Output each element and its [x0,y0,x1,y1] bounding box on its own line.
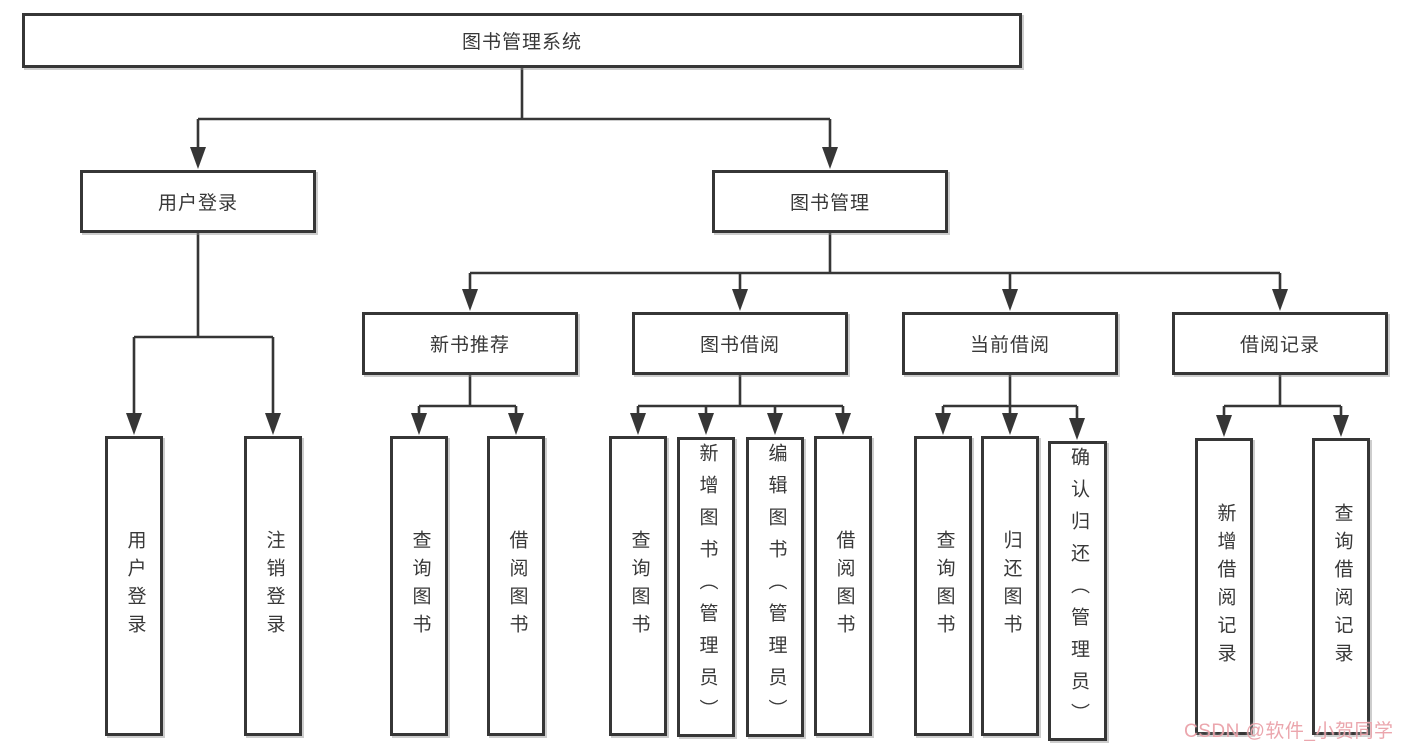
leaf-recommend-query-books: 查询图书 [390,436,448,736]
arrow-leaf-records-query [1333,415,1349,437]
node-current-borrowing-label: 当前借阅 [969,335,1050,356]
leaf-borrowing-query-books-label: 查询图书 [628,530,650,642]
leaf-borrowing-add-books-admin: 新增图书（管理员） [677,437,735,737]
arrow-leaf-current-query [935,413,951,435]
arrow-user-login [190,147,206,169]
node-borrowing-records-label: 借阅记录 [1239,335,1320,356]
arrow-current-borrowing [1002,289,1018,311]
leaf-logout: 注销登录 [244,436,302,736]
arrow-leaf-records-add [1216,415,1232,437]
node-root: 图书管理系统 [22,13,1022,68]
leaf-borrowing-query-books: 查询图书 [609,436,667,736]
arrow-leaf-recommend-query [411,413,427,435]
arrow-borrowing-records [1272,289,1288,311]
node-user-login-label: 用户登录 [157,193,238,214]
arrow-leaf-borrowing-query [630,413,646,435]
leaf-logout-label: 注销登录 [263,530,285,642]
node-user-login: 用户登录 [80,170,316,233]
leaf-borrowing-add-books-admin-label: 新增图书（管理员） [696,443,718,731]
node-book-borrowing: 图书借阅 [632,312,848,375]
leaf-current-return-books: 归还图书 [981,436,1039,736]
arrow-leaf-borrowing-edit [767,413,783,435]
watermark: CSDN @软件_小贺同学 [1184,721,1394,742]
leaf-user-login-label: 用户登录 [124,530,146,642]
node-root-label: 图书管理系统 [461,32,582,53]
leaf-recommend-borrow-books: 借阅图书 [487,436,545,736]
leaf-borrowing-edit-books-admin-label: 编辑图书（管理员） [765,443,787,731]
leaf-records-add-record: 新增借阅记录 [1195,438,1253,735]
leaf-current-confirm-return-admin-label: 确认归还（管理员） [1067,447,1089,735]
arrow-leaf-logout [265,413,281,435]
leaf-current-query-books-label: 查询图书 [933,530,955,642]
leaf-current-query-books: 查询图书 [914,436,972,736]
arrow-leaf-borrowing-add [698,413,714,435]
leaf-recommend-borrow-books-label: 借阅图书 [506,530,528,642]
node-book-borrowing-label: 图书借阅 [699,335,780,356]
leaf-user-login: 用户登录 [105,436,163,736]
leaf-records-query-record-label: 查询借阅记录 [1331,502,1353,671]
node-book-management-label: 图书管理 [789,193,870,214]
leaf-borrowing-borrow-books-label: 借阅图书 [833,530,855,642]
leaf-records-add-record-label: 新增借阅记录 [1214,502,1236,671]
leaf-borrowing-borrow-books: 借阅图书 [814,436,872,736]
node-book-management: 图书管理 [712,170,948,233]
node-borrowing-records: 借阅记录 [1172,312,1388,375]
leaf-recommend-query-books-label: 查询图书 [409,530,431,642]
arrow-leaf-user-login [126,413,142,435]
arrow-leaf-current-confirm [1069,418,1085,440]
leaf-current-confirm-return-admin: 确认归还（管理员） [1048,441,1107,741]
leaf-current-return-books-label: 归还图书 [1000,530,1022,642]
leaf-borrowing-edit-books-admin: 编辑图书（管理员） [746,437,804,737]
arrow-leaf-current-return [1002,413,1018,435]
arrow-book-borrowing [732,289,748,311]
arrow-leaf-borrowing-borrow [835,413,851,435]
arrow-new-book-recommend [462,289,478,311]
node-current-borrowing: 当前借阅 [902,312,1118,375]
arrow-leaf-recommend-borrow [508,413,524,435]
arrow-book-management [822,147,838,169]
node-new-book-recommend: 新书推荐 [362,312,578,375]
leaf-records-query-record: 查询借阅记录 [1312,438,1370,735]
node-new-book-recommend-label: 新书推荐 [429,335,510,356]
